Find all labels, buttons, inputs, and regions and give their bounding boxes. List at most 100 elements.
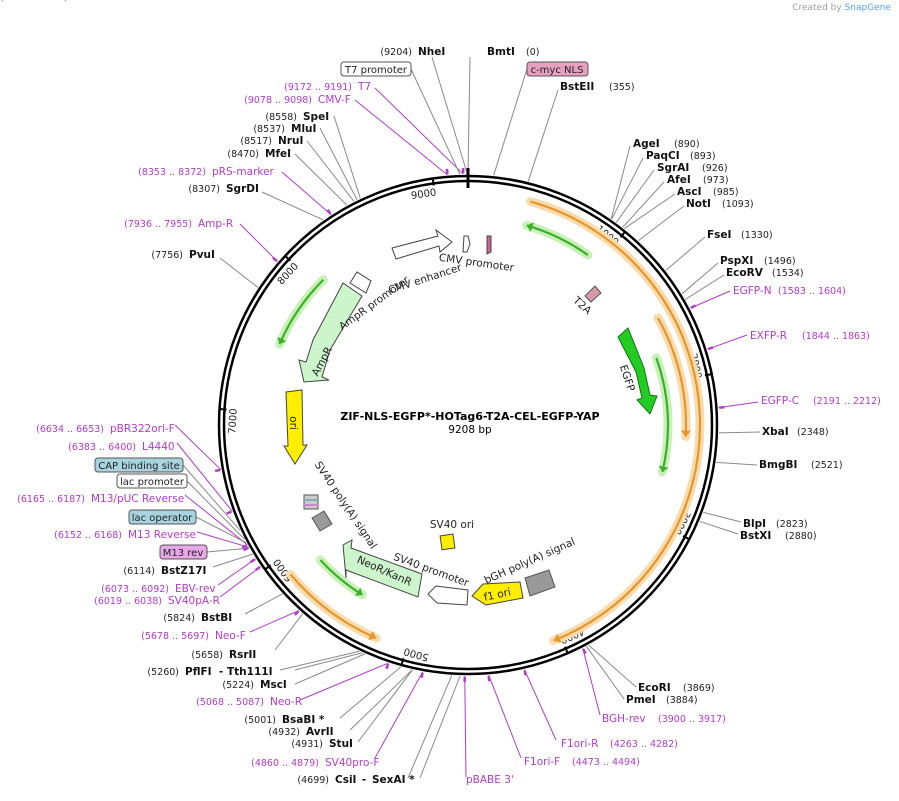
enz-pos-13: (2521)	[811, 460, 843, 471]
prim-name-6: EGFP-C	[761, 395, 799, 407]
enz-name-31: MfeI	[265, 148, 291, 160]
snapgene-logo-text: SnapGene	[845, 3, 891, 13]
boxed-label-lac-promoter: lac promoter	[117, 474, 187, 488]
prim-name-10: pBABE 3'	[466, 774, 514, 786]
enz-name-26: RsrII	[229, 649, 256, 661]
enz-pos-34: (8558)	[265, 112, 297, 123]
prim-name-16: M13 Reverse	[128, 529, 196, 541]
prim-name-3: Amp-R	[198, 218, 233, 230]
enz-name-24: Tth111I	[227, 666, 272, 678]
boxed-label-cap-binding-site: CAP binding site	[95, 458, 183, 472]
snapgene-credit: Created by SnapGene	[792, 3, 891, 13]
prim-pos-3: (7936 .. 7955)	[124, 219, 192, 230]
enz-pos-29: (7756)	[151, 250, 183, 261]
enz-name-3: AgeI	[633, 138, 660, 150]
enz-name-12: XbaI	[762, 426, 789, 438]
enz-name-33: MluI	[291, 123, 316, 135]
leader-enz-13	[716, 462, 757, 465]
prim-pos-2: (8353 .. 8372)	[138, 167, 206, 178]
tick-9000	[433, 178, 434, 186]
enz-name-0: NheI	[418, 46, 445, 58]
enz-name-22: BsaBI *	[282, 714, 325, 726]
enz-name-20: StuI	[329, 738, 353, 750]
prim-name-8: F1ori-R	[561, 738, 598, 750]
enz-pos-0: (9204)	[380, 47, 412, 58]
prim-name-4: EGFP-N	[733, 285, 772, 297]
leader-prim-10	[465, 676, 466, 777]
tick-label-9000: 9000	[410, 187, 437, 201]
enz-pos-4: (893)	[690, 151, 716, 162]
primer-mark-8	[525, 671, 526, 676]
leader-prim-2	[282, 172, 331, 215]
enz-pos-9: (1330)	[741, 230, 773, 241]
enz-pos-33: (8537)	[253, 124, 285, 135]
enz-name-18: SexAI *	[372, 774, 415, 786]
leader-prim-1	[355, 100, 447, 175]
enz-pos-17: (3884)	[666, 695, 698, 706]
prim-pos-7: (3900 .. 3917)	[658, 714, 726, 725]
enz-pos-22: (5001)	[244, 715, 276, 726]
prim-name-0: T7	[357, 81, 371, 93]
prim-name-13: Neo-F	[215, 630, 246, 642]
leader-prim-7	[583, 648, 600, 715]
prim-name-12: Neo-R	[270, 696, 302, 708]
leader-prim-9	[489, 675, 521, 758]
enz-pos-12: (2348)	[797, 427, 829, 438]
leader-enz-9	[666, 237, 705, 270]
sv40-ori-block	[440, 534, 455, 550]
enz-name-30: SgrDI	[226, 183, 259, 195]
leader-enz-24	[295, 653, 362, 670]
enz-pos-28: (6114)	[123, 566, 155, 577]
leader-prim-5	[707, 335, 747, 349]
tick-label-8000: 8000	[276, 261, 301, 287]
enz-name-5: SgrAI	[657, 162, 689, 174]
enz-name-2: BstEII	[560, 81, 594, 93]
prim-pos-12: (5068 .. 5087)	[196, 697, 264, 708]
feature-label-sv40-polya: SV40 poly(A) signal	[312, 459, 379, 551]
leader-enz-18	[420, 676, 460, 778]
enz-name-8: NotI	[686, 198, 711, 210]
leader-prim-12	[300, 663, 388, 700]
credit-prefix: Created by	[792, 3, 842, 13]
leader-enz-34	[334, 116, 360, 198]
enz-pos-25: (5260)	[147, 667, 179, 678]
leader-prim-4	[690, 291, 730, 308]
enz-name-15: BstXI	[740, 530, 771, 542]
enz-pos-30: (8307)	[188, 184, 220, 195]
prim-name-19: pBR322ori-F	[110, 423, 175, 435]
leader-enz-17	[586, 646, 624, 699]
boxed-label-m13-rev: M13 rev	[160, 545, 207, 559]
feature-label-ori: ori	[287, 416, 299, 430]
primer-mark-3	[273, 258, 277, 261]
enz-name-17: PmeI	[626, 694, 656, 706]
enz-pos-1: (0)	[526, 47, 539, 58]
enz-pos-20: (4931)	[291, 739, 323, 750]
leader-enz-32	[307, 141, 354, 201]
leader-prim-8	[524, 670, 556, 740]
enz-pos-16: (3869)	[683, 683, 715, 694]
prim-pos-13: (5678 .. 5697)	[141, 631, 209, 642]
enz-name-28: BstZ17I	[161, 565, 206, 577]
t2a-arrow	[585, 286, 601, 302]
prim-name-18: L4440	[142, 441, 175, 453]
enz-pos-14: (2823)	[776, 519, 808, 530]
feature-label-sv40-ori: SV40 ori	[430, 519, 474, 531]
dash-csi-sexai: -	[362, 774, 366, 786]
prim-pos-10: (4613 .. 4633)	[0, 0, 68, 3]
enz-pos-6: (973)	[703, 175, 729, 186]
boxed-leader-0	[411, 69, 460, 174]
enz-name-14: BlpI	[743, 518, 766, 530]
prim-name-17: M13/pUC Reverse	[91, 493, 184, 505]
leader-enz-10	[682, 263, 718, 294]
c-myc-nls-mark	[487, 236, 491, 254]
enz-name-23: MscI	[260, 679, 287, 691]
leader-enz-19	[408, 675, 452, 778]
enz-name-7: AscI	[677, 186, 702, 198]
enz-name-6: AfeI	[667, 174, 691, 186]
prim-pos-16: (6152 .. 6168)	[54, 530, 122, 541]
enz-pos-26: (5658)	[191, 650, 223, 661]
green-arc-top-glow	[527, 225, 588, 255]
lac-elements-mark	[304, 495, 318, 509]
prim-name-5: EXFP-R	[750, 330, 787, 342]
